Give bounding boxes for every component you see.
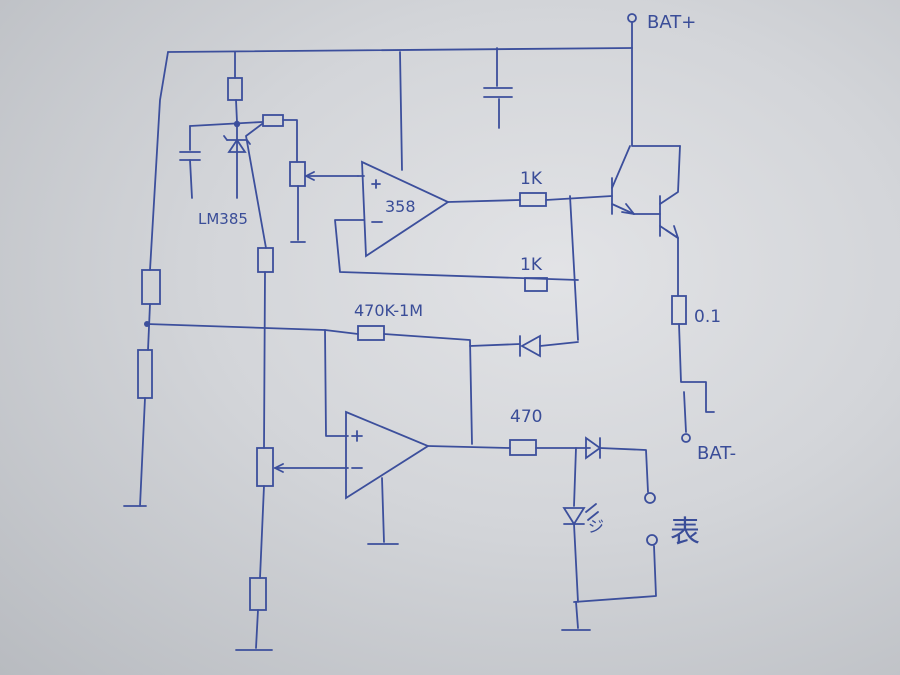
lm385-zener-diode	[223, 135, 251, 153]
lower-opamp-plus-wire	[324, 329, 349, 437]
resistor-1k-feedback	[524, 195, 579, 341]
trim-feed-resistor	[262, 114, 298, 163]
bat-plus-label: BAT+	[647, 12, 696, 33]
sense-wire	[146, 323, 359, 335]
lower-opamp	[345, 410, 430, 545]
shunt-resistor	[671, 237, 715, 443]
reference-divider	[245, 123, 274, 449]
indicator-led	[562, 447, 599, 603]
bat-minus-label: BAT-	[697, 443, 736, 464]
opamp-358-label: 358	[385, 197, 416, 216]
collector-wire	[631, 47, 681, 147]
shunt-resistor-label: 0.1	[694, 307, 721, 327]
resistor-470k-label: 470K-1M	[354, 301, 423, 320]
feedback-diode	[519, 334, 579, 358]
feedback-wire	[334, 219, 579, 281]
opamp-supply-wire	[399, 51, 403, 171]
led-symbol-label: ジ	[588, 517, 604, 536]
transistor-q1	[611, 145, 635, 215]
meter-terminals	[561, 492, 658, 631]
reference-capacitor	[179, 125, 201, 199]
transistor-q2	[633, 145, 681, 239]
upper-opamp	[361, 160, 450, 258]
reference-resistor	[227, 51, 243, 123]
resistor-470-label: 470	[510, 407, 542, 427]
lower-trim-potentiometer	[235, 447, 349, 651]
lm385-label: LM385	[198, 210, 248, 228]
reference-trim-potentiometer	[289, 161, 359, 243]
resistor-1k-top	[447, 192, 613, 207]
top-supply-rail	[149, 13, 637, 271]
resistor-1k-top-label: 1K	[520, 169, 543, 189]
filter-capacitor	[483, 47, 513, 129]
left-divider-resistors	[123, 269, 161, 507]
output-diode	[585, 436, 649, 493]
meter-label: 表	[670, 515, 700, 550]
reference-bus	[189, 121, 263, 199]
resistor-470k	[357, 325, 521, 445]
resistor-1k-feedback-label: 1K	[520, 255, 543, 275]
resistor-470	[427, 439, 591, 456]
